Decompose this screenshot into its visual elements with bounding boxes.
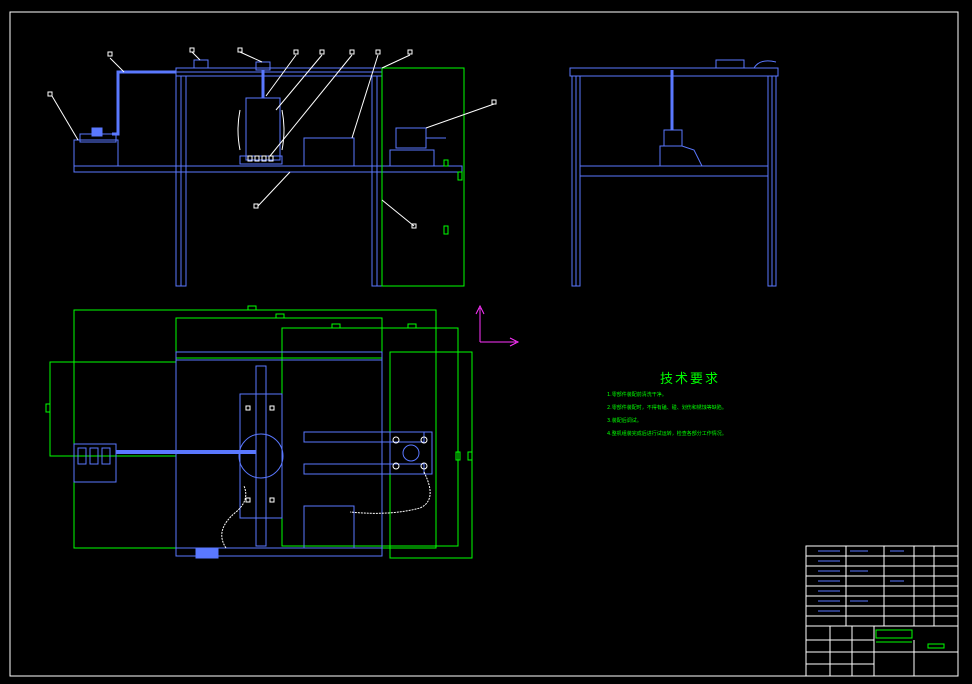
tech-note: 4.整机组装完成后进行试运转，检查各部分工作情况。 <box>607 431 727 437</box>
front-view <box>73 59 463 287</box>
tech-note: 3.装配后调试。 <box>607 418 642 424</box>
plan-view-cable <box>221 471 431 549</box>
coordinate-axes-icon <box>475 304 520 347</box>
title-block <box>805 545 959 677</box>
tech-requirements-title: 技术要求 <box>660 372 721 387</box>
plan-view-bolts <box>245 405 428 503</box>
sheet-border <box>9 11 959 677</box>
tech-note: 2.零部件装配时，不得有磕、碰、划伤和锈蚀等缺陷。 <box>607 405 727 411</box>
front-view-leaders <box>47 47 497 229</box>
title-block-rows <box>818 550 904 612</box>
plan-view <box>73 351 433 559</box>
tech-notes-list: 1.零部件装配前清洗干净。 2.零部件装配时，不得有磕、碰、划伤和锈蚀等缺陷。 … <box>607 389 727 441</box>
front-view-hidden <box>381 67 465 287</box>
tech-note: 1.零部件装配前清洗干净。 <box>607 392 667 398</box>
title-block-fills <box>875 629 945 649</box>
side-view <box>569 59 779 287</box>
chamber-details <box>237 109 285 162</box>
